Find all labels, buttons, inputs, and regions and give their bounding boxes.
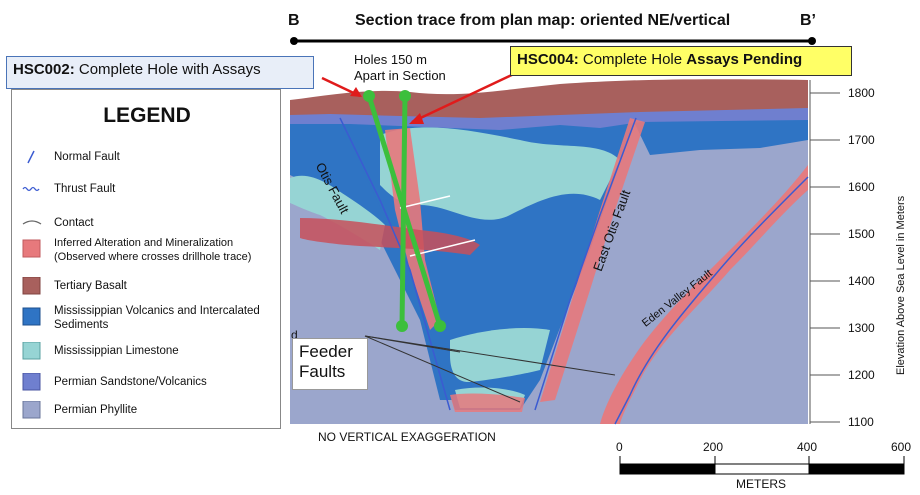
legend-item-permian-sandstone: Permian Sandstone/Volcanics xyxy=(22,373,272,393)
legend-item-label: Tertiary Basalt xyxy=(54,280,127,292)
elevation-tick-1100: 1100 xyxy=(848,415,874,429)
elevation-tick-1300: 1300 xyxy=(848,321,875,335)
legend-item-permian-phyllite: Permian Phyllite xyxy=(22,401,272,421)
legend-item-contact: Contact xyxy=(22,216,272,232)
legend-item-label: Permian Sandstone/Volcanics xyxy=(54,376,207,388)
callout-hsc004-text-b: Assays Pending xyxy=(686,51,803,68)
callout-hsc004: HSC004: Complete Hole Assays Pending xyxy=(510,46,852,76)
section-end-label: B’ xyxy=(800,12,816,29)
drillhole-hsc002-end xyxy=(434,320,446,332)
volcanics-swatch-icon xyxy=(22,307,41,326)
feeder-pointer-2 xyxy=(364,335,521,403)
section-dash-2 xyxy=(409,239,476,257)
contact-icon xyxy=(22,220,42,225)
legend-title: LEGEND xyxy=(103,104,191,127)
legend-item-mississippian-volcanics: Mississippian Volcanics and Intercalated… xyxy=(22,304,282,334)
callout-hsc002-id: HSC002: xyxy=(13,61,75,78)
alteration-graben-base xyxy=(450,393,525,412)
legend-item-mississippian-limestone: Mississippian Limestone xyxy=(22,342,272,362)
otis-fault-line xyxy=(339,117,451,411)
mississippian-volcanics-east xyxy=(632,112,808,155)
tertiary-basalt-cap xyxy=(290,79,808,118)
legend: LEGEND Normal Fault Thrust Fault Contact… xyxy=(11,89,281,429)
legend-item-label: Mississippian Volcanics and Intercalated… xyxy=(54,305,260,331)
scale-tick-200: 200 xyxy=(703,440,724,454)
section-dash-1 xyxy=(399,195,451,209)
limestone-swatch-icon xyxy=(22,342,41,360)
holes-spacing-line2: Apart in Section xyxy=(354,68,446,83)
arrow-hsc004 xyxy=(411,70,519,124)
legend-item-label: Mississippian Limestone xyxy=(54,345,179,357)
legend-item-label: Permian Phyllite xyxy=(54,404,138,416)
drillhole-hsc004 xyxy=(399,93,408,329)
elevation-tick-1800: 1800 xyxy=(848,86,875,100)
no-vertical-exaggeration-note: NO VERTICAL EXAGGERATION xyxy=(318,430,496,444)
scale-bar xyxy=(619,456,905,475)
legend-item-thrust-fault: Thrust Fault xyxy=(22,182,272,198)
elevation-tick-1200: 1200 xyxy=(848,368,875,382)
legend-item-label: Normal Fault xyxy=(54,151,120,163)
drillhole-hsc004-end xyxy=(396,320,408,332)
callout-hsc002: HSC002: Complete Hole with Assays xyxy=(6,56,314,89)
feeder-pointer-3 xyxy=(364,335,616,376)
callout-hsc004-text-a: Complete Hole xyxy=(582,51,683,68)
section-start-label: B xyxy=(288,12,300,29)
limestone-band-upper xyxy=(380,127,620,220)
feeder-stray-letter: d xyxy=(291,328,298,342)
legend-item-normal-fault: Normal Fault xyxy=(22,150,272,166)
scale-unit-label: METERS xyxy=(736,477,787,491)
holes-spacing-line1: Holes 150 m xyxy=(354,52,427,67)
feeder-label-line2: Faults xyxy=(299,362,346,381)
alteration-swatch-icon xyxy=(22,239,41,258)
drillhole-hsc002-collar xyxy=(363,90,375,102)
callout-hsc002-text: Complete Hole with Assays xyxy=(78,61,261,78)
scale-tick-400: 400 xyxy=(797,440,818,454)
scale-tick-600: 600 xyxy=(891,440,912,454)
alteration-east-otis xyxy=(540,118,645,402)
drillhole-hsc004-collar xyxy=(399,90,411,102)
legend-item-tertiary-basalt: Tertiary Basalt xyxy=(22,277,272,297)
alteration-west-wedge xyxy=(300,218,480,255)
section-trace-end xyxy=(808,37,816,45)
elevation-tick-1400: 1400 xyxy=(848,274,875,288)
elevation-tick-1500: 1500 xyxy=(848,227,875,241)
normal-fault-icon xyxy=(27,150,35,164)
arrow-hsc004-head xyxy=(409,113,424,124)
arrow-hsc002-head xyxy=(350,87,362,97)
section-trace-start xyxy=(290,37,298,45)
legend-item-label: Contact xyxy=(54,217,94,229)
elevation-axis-label: Elevation Above Sea Level in Meters xyxy=(895,195,907,375)
limestone-band-lower xyxy=(450,328,550,383)
eden-valley-fault-line xyxy=(614,176,809,425)
scale-tick-0: 0 xyxy=(616,440,623,454)
legend-item-alteration: Inferred Alteration and Mineralization (… xyxy=(22,236,282,266)
thrust-fault-icon xyxy=(22,186,40,192)
legend-item-label: Thrust Fault xyxy=(54,183,116,195)
feeder-faults-label: Feeder Faults xyxy=(292,338,368,390)
phyllite-swatch-icon xyxy=(22,401,41,419)
elevation-tick-1700: 1700 xyxy=(848,133,875,147)
elevation-axis-ticks xyxy=(810,92,840,423)
basalt-swatch-icon xyxy=(22,277,41,295)
east-otis-fault-line xyxy=(534,117,637,411)
section-title: Section trace from plan map: oriented NE… xyxy=(355,12,731,29)
legend-item-label: Inferred Alteration and Mineralization (… xyxy=(54,237,252,263)
sandstone-swatch-icon xyxy=(22,373,41,391)
callout-hsc004-id: HSC004: xyxy=(517,51,579,68)
feeder-label-line1: Feeder xyxy=(299,342,353,361)
elevation-tick-1600: 1600 xyxy=(848,180,875,194)
